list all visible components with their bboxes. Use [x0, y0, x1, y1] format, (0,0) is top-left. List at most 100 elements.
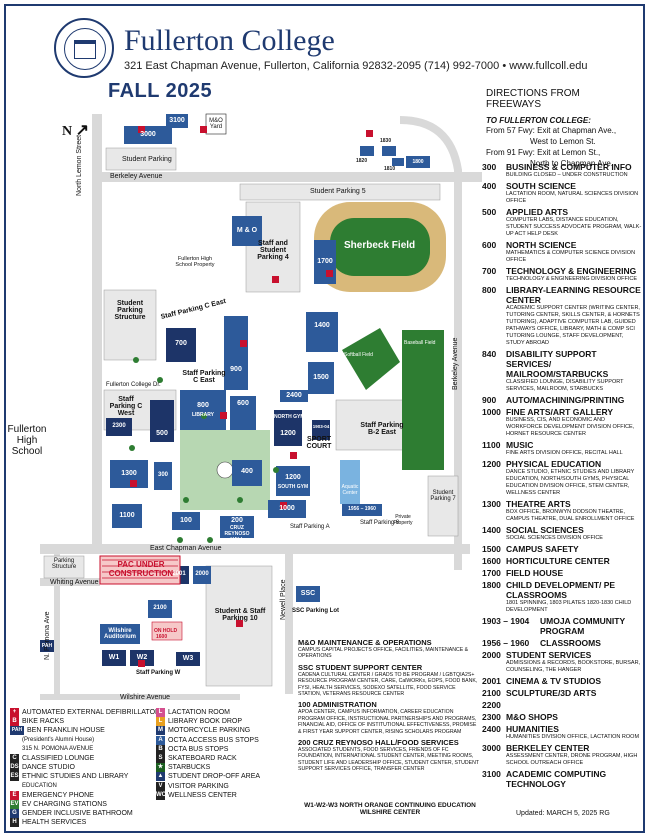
label-1820: 1820	[356, 158, 368, 164]
staff-parking-a-label: Staff Parking A	[290, 524, 330, 530]
label-2001: 2001	[172, 571, 186, 577]
building-text: SCULPTURE/3D ARTS	[506, 688, 642, 698]
label-600: 600	[237, 400, 249, 407]
directions-line: From 91 Fwy: Exit at Lemon St.,	[486, 148, 601, 157]
building-name: STUDENT SERVICES	[506, 650, 592, 660]
building-200	[220, 516, 254, 538]
building-number: 1100	[482, 440, 501, 450]
legend-label: STARBUCKS	[168, 764, 211, 772]
label-3100: 3100	[169, 117, 185, 124]
building-number: 3100	[482, 769, 501, 779]
label-2300: 2300	[112, 423, 126, 429]
softball-field-label: Softball Field	[344, 352, 373, 358]
building-description: 1801 SPINNING, 1803 PILATES 1820-1830 CH…	[506, 600, 632, 613]
building-name: HUMANITIES	[506, 724, 559, 734]
label-ssc: SSC	[300, 590, 316, 597]
student-staff-parking-10-label: Student & Staff Parking 10	[214, 608, 266, 622]
building-description: BUILDING CLOSED – UNDER CONSTRUCTION	[506, 172, 628, 178]
building-1300	[110, 460, 148, 488]
legend-item: ▲STUDENT DROP-OFF AREA	[156, 772, 260, 782]
student-parking-structure-label: Student Parking Structure	[114, 300, 146, 321]
building-3000	[124, 126, 172, 144]
building-name: SOCIAL SCIENCES	[506, 525, 584, 535]
legend-label: OCTA BUS STOPS	[168, 745, 229, 753]
building-800	[180, 390, 226, 430]
label-1100: 1100	[119, 512, 135, 519]
building-1903	[312, 420, 330, 440]
label-500: 500	[156, 430, 168, 437]
building-name: FINE ARTS/ART GALLERY	[506, 407, 614, 417]
student-parking-top-lot	[105, 147, 177, 171]
label-w2: W2	[136, 654, 148, 661]
label-north-gym: NORTH GYM	[274, 414, 305, 420]
directions-line: From 57 Fwy: Exit at Chapman Ave.,	[486, 126, 617, 135]
building-description: DANCE STUDIO, ETHNIC STUDIES AND LIBRARY…	[506, 469, 635, 496]
building-entry: 1956 – 1960 CLASSROOMS	[482, 638, 642, 648]
lemon-street-road	[92, 114, 102, 554]
service-title: 100 ADMINISTRATION	[298, 700, 377, 710]
legend-icon: S	[156, 754, 165, 763]
building-2400	[280, 390, 308, 402]
ssc-parking-lot-label: SSC Parking Lot	[292, 608, 340, 614]
building-name: CINEMA & TV STUDIOS	[506, 676, 602, 686]
wilshire-auditorium-label: Wilshire Auditorium	[104, 628, 136, 640]
staff-parking-w-label: Staff Parking W	[136, 670, 181, 676]
college-seal-logo	[54, 18, 114, 78]
legend-icon: ES	[10, 772, 19, 782]
legend-label: GENDER INCLUSIVE BATHROOM	[22, 810, 133, 818]
building-name: TECHNOLOGY & ENGINEERING	[506, 266, 637, 276]
staff-parking-c-west-label: Staff Parking C West	[109, 396, 143, 417]
building-number: 300	[482, 162, 497, 172]
legend-label: EMERGENCY PHONE	[22, 791, 94, 799]
building-number: 1956 – 1960	[482, 638, 530, 648]
building-name: BERKELEY CENTER	[506, 743, 590, 753]
building-600	[230, 396, 256, 430]
building-description: MATHEMATICS & COMPUTER SCIENCE DIVISION …	[506, 250, 636, 263]
directions-title: DIRECTIONS FROM FREEWAYS	[486, 88, 580, 110]
fullerton-college-dr-label: Fullerton College Dr.	[106, 382, 161, 388]
building-name: SOUTH SCIENCE	[506, 181, 576, 191]
term-title: FALL 2025	[108, 80, 213, 102]
pac-hatch	[102, 559, 178, 579]
building-name: CLASSROOMS	[540, 638, 601, 648]
building-text: ACADEMIC COMPUTING TECHNOLOGY	[506, 769, 642, 789]
legend-item: 315 N. POMONA AVENUE	[10, 745, 93, 754]
building-number: 840	[482, 349, 497, 359]
fullerton-high-school-label: Fullerton High School	[7, 424, 47, 457]
label-w1: W1	[108, 654, 120, 661]
building-number: 600	[482, 240, 497, 250]
service-description: ASSOCIATED STUDENTS, FOOD SERVICES, FRIE…	[298, 747, 479, 773]
building-description: LACTATION ROOM, NATURAL SCIENCES DIVISIO…	[506, 191, 639, 204]
sport-court-label: SPORT COURT	[306, 436, 332, 450]
building-entry: 3100 ACADEMIC COMPUTING TECHNOLOGY	[482, 769, 642, 789]
label-400: 400	[241, 468, 253, 475]
service-description: APOA CENTER, CAMPUS INFORMATION, CAREER …	[298, 709, 477, 735]
newell-place-road	[285, 554, 293, 694]
building-number: 1000	[482, 407, 501, 417]
building-1500	[308, 362, 334, 394]
ball-field-east	[402, 330, 444, 470]
building-description: ASSESSMENT CENTER, DRONE PROGRAM, HIGH S…	[506, 753, 638, 766]
building-description: TECHNOLOGY & ENGINEERING DIVISION OFFICE	[506, 276, 638, 282]
legend-icon	[10, 736, 19, 745]
staff-parking-b2-east-lot	[335, 399, 413, 451]
legend-icon: B	[156, 744, 165, 754]
label-cruz-reynoso: CRUZ REYNOSO HALL	[224, 525, 250, 543]
building-700	[166, 328, 196, 362]
building-2300	[106, 418, 132, 436]
label-1000: 1000	[279, 505, 295, 512]
building-name: CHILD DEVELOPMENT/ PE CLASSROOMS	[506, 580, 616, 600]
softball-field	[342, 328, 400, 390]
